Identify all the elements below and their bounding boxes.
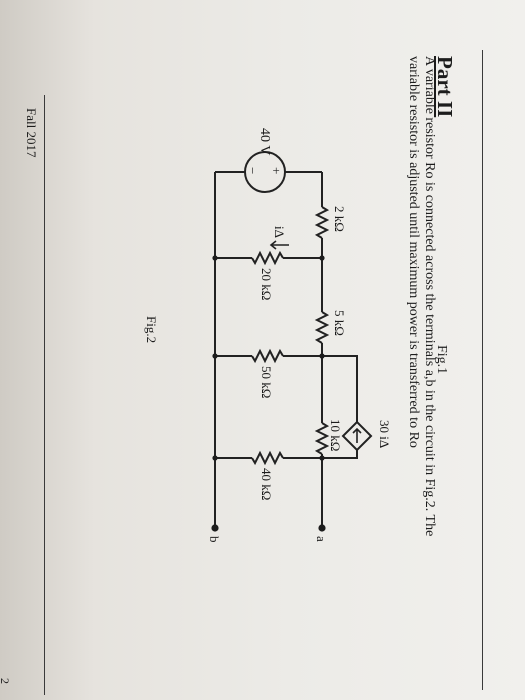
resistor-5k-label: 5 kΩ bbox=[332, 310, 347, 336]
terminal-a-dot bbox=[318, 524, 326, 532]
source-plus-label: + bbox=[269, 167, 284, 174]
dependent-source-symbol bbox=[341, 420, 373, 452]
resistor-10k-label: 10 kΩ bbox=[328, 419, 343, 451]
resistor-2k-symbol bbox=[314, 206, 330, 239]
terminal-b-dot bbox=[211, 524, 219, 532]
voltage-source-symbol bbox=[244, 151, 286, 193]
node-bottom-50k bbox=[212, 353, 218, 359]
wire-dep-left bbox=[322, 355, 358, 422]
resistor-20k-symbol bbox=[251, 250, 284, 266]
fig2-label: Fig.2 bbox=[144, 316, 159, 344]
resistor-50k-symbol bbox=[251, 348, 284, 364]
node-top-50k bbox=[319, 353, 325, 359]
page-number: 2 bbox=[0, 678, 12, 684]
node-bottom-20k bbox=[212, 255, 218, 261]
dependent-source-label: 30 iΔ bbox=[377, 420, 392, 448]
terminal-a-label: a bbox=[314, 536, 329, 542]
terminal-b-label: b bbox=[207, 536, 222, 543]
footer-text: Fall 2017 bbox=[24, 108, 39, 158]
node-top-40k bbox=[319, 455, 325, 461]
dependent-source-arrow bbox=[352, 427, 362, 443]
control-current-label: iΔ bbox=[272, 226, 287, 238]
resistor-40k-label: 40 kΩ bbox=[259, 468, 274, 500]
node-top-20k bbox=[319, 255, 325, 261]
resistor-10k-symbol bbox=[314, 422, 330, 455]
control-current-arrow bbox=[269, 240, 289, 250]
resistor-5k-symbol bbox=[314, 311, 330, 344]
resistor-2k-label: 2 kΩ bbox=[332, 206, 347, 232]
wire-dep-right bbox=[322, 450, 358, 459]
footer-rule bbox=[44, 95, 45, 695]
resistor-20k-label: 20 kΩ bbox=[259, 268, 274, 300]
source-voltage-label: 40 V bbox=[257, 128, 272, 155]
source-minus-label: − bbox=[245, 167, 260, 174]
resistor-40k-symbol bbox=[251, 450, 284, 466]
node-bottom-40k bbox=[212, 455, 218, 461]
resistor-50k-label: 50 kΩ bbox=[259, 366, 274, 398]
